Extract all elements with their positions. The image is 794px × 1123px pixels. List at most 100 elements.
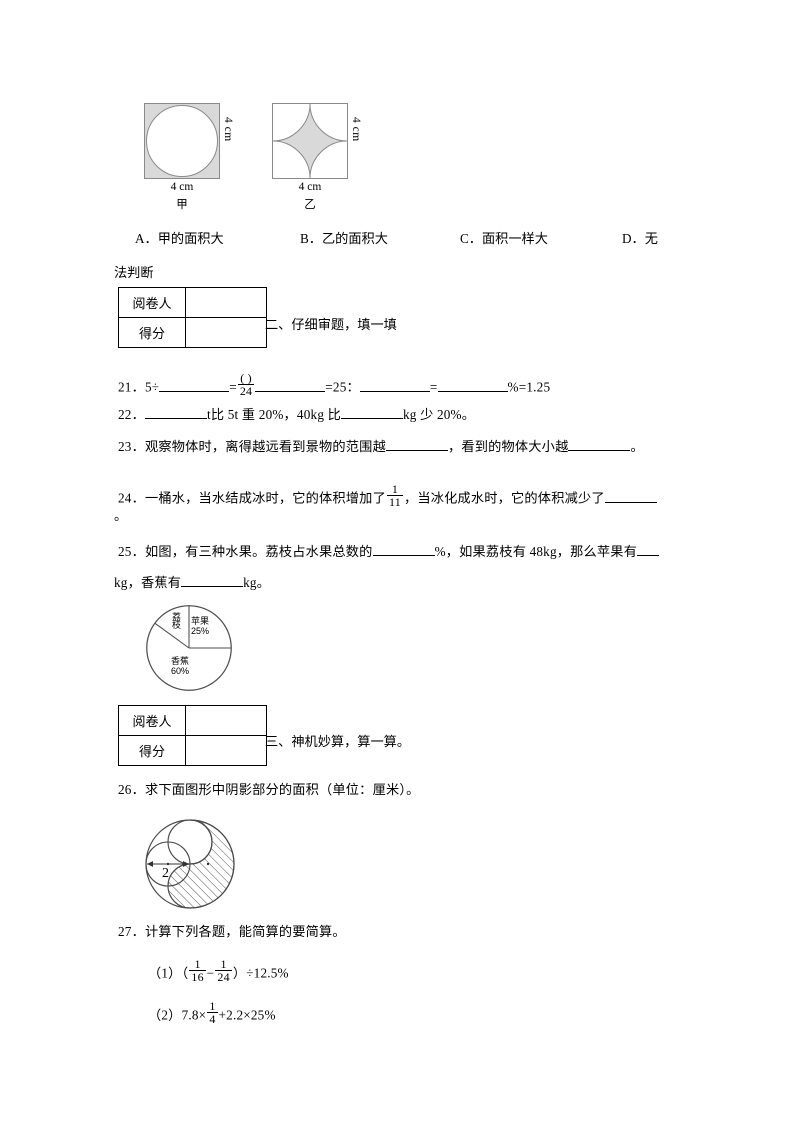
score-value-cell[interactable]	[185, 317, 267, 348]
q23-blank-1[interactable]	[385, 437, 448, 451]
figure-jia-bottom-label: 4 cm	[170, 181, 194, 193]
table-row: 得分	[118, 317, 267, 348]
choice-b-key: B．	[300, 231, 322, 246]
figure-jia-inscribed-circle	[146, 105, 218, 177]
q21-blank-4[interactable]	[437, 378, 508, 392]
q27-sub1-tail: ÷12.5%	[246, 965, 289, 981]
q27-text: 计算下列各题，能简算的要简算。	[144, 924, 346, 939]
grader-label-cell: 阅卷人	[118, 287, 186, 318]
q26-text: 求下面图形中阴影部分的面积（单位：厘米）。	[144, 782, 420, 797]
q27-number: 27．	[118, 924, 145, 939]
table-row: 阅卷人	[118, 705, 267, 736]
q22-blank-1[interactable]	[144, 405, 207, 419]
q26-number: 26．	[118, 782, 145, 797]
q21-part3: %=1.25	[507, 379, 551, 395]
q27-sub2-f1-denominator: 4	[207, 1012, 218, 1027]
figure-yi-name: 乙	[304, 199, 316, 211]
question-27: 27．计算下列各题，能简算的要简算。	[118, 921, 346, 943]
q21-number: 21．	[118, 379, 145, 395]
q24-part1: 一桶水，当水结成冰时，它的体积增加了	[144, 490, 386, 506]
q27-sub1-label: （1）	[148, 965, 182, 981]
fruit-pie-chart: 荔枝 苹果 25% 香蕉 60%	[145, 604, 233, 692]
figure-jia-right-label: 4 cm	[222, 117, 234, 142]
q21-fraction-denominator: 24	[237, 384, 255, 399]
q27-sub2-label: （2）	[148, 1007, 182, 1023]
q22-part2: kg 少 20%。	[403, 407, 476, 422]
q25-blank-3[interactable]	[181, 573, 244, 587]
q23-part1: 观察物体时，离得越远看到景物的范围越	[144, 439, 386, 454]
choice-a-text: 甲的面积大	[157, 231, 224, 246]
q27-sub1-close: ）	[232, 965, 247, 981]
grading-table-section-three: 阅卷人 得分	[118, 705, 267, 766]
score-value-cell-2[interactable]	[185, 735, 267, 766]
figure-shaded-circle: 2	[138, 818, 242, 910]
q23-number: 23．	[118, 439, 145, 454]
q27-sub1-minus: −	[206, 965, 215, 981]
shaded-circle-svg	[145, 819, 235, 909]
choice-b-text: 乙的面积大	[321, 231, 388, 246]
pie-slice-label-apple: 苹果 25%	[191, 616, 209, 636]
q25-number: 25．	[118, 544, 145, 559]
choice-option-b[interactable]: B．乙的面积大	[300, 228, 388, 247]
q25-part1: 如图，有三种水果。荔枝占水果总数的	[144, 544, 373, 559]
q22-number: 22．	[118, 407, 145, 422]
pie-banana-name: 香蕉	[171, 656, 190, 666]
q21-blank-2[interactable]	[255, 378, 326, 392]
q21-blank-3[interactable]	[359, 378, 430, 392]
q22-blank-2[interactable]	[341, 405, 403, 419]
grader-value-cell-2[interactable]	[185, 705, 267, 736]
pie-apple-name: 苹果	[191, 616, 210, 626]
pie-slice-label-lychee: 荔枝	[171, 612, 181, 628]
q21-part2: =25：	[325, 379, 360, 395]
q25-blank-2[interactable]	[637, 542, 660, 556]
q27-sub1-f2-denominator: 24	[215, 970, 232, 985]
pie-chart-svg	[146, 605, 232, 691]
q25-blank-1[interactable]	[372, 542, 435, 556]
q21-eq1: =	[229, 379, 237, 395]
q22-part1: t比 5t 重 20%，40kg 比	[206, 407, 341, 422]
question-26: 26．求下面图形中阴影部分的面积（单位：厘米）。	[118, 779, 420, 801]
choice-d-text: 无	[644, 231, 658, 246]
figure-yi-astroid-shape	[273, 104, 347, 178]
table-row: 阅卷人	[118, 287, 267, 318]
figure-yi-square	[272, 103, 348, 179]
q25-part2: %，如果荔枝有 48kg，那么苹果有	[434, 544, 638, 559]
grader-value-cell[interactable]	[185, 287, 267, 318]
q27-sub1-open: （	[181, 965, 189, 981]
question-21: 21．5÷=( )24=25：=%=1.25	[118, 372, 550, 399]
q21-part1: 5÷	[144, 379, 160, 395]
question-25: 25．如图，有三种水果。荔枝占水果总数的 %，如果荔枝有 48kg，那么苹果有	[118, 541, 660, 563]
choice-a-key: A．	[135, 231, 158, 246]
q24-fraction-numerator: 1	[391, 482, 399, 496]
grader-label-cell-2: 阅卷人	[118, 705, 186, 736]
q24-blank-1[interactable]	[604, 489, 657, 503]
choice-option-d[interactable]: D．无	[622, 228, 658, 247]
section-three-title: 三、神机妙算，算一算。	[265, 734, 411, 749]
q21-fraction-numerator: ( )	[240, 371, 252, 385]
grading-table-section-two: 阅卷人 得分	[118, 287, 267, 348]
figure-jia-name: 甲	[176, 199, 188, 211]
q23-blank-2[interactable]	[568, 437, 631, 451]
pie-slice-label-banana: 香蕉 60%	[171, 656, 189, 676]
pie-banana-percent: 60%	[171, 666, 190, 676]
q21-blank-1[interactable]	[159, 378, 230, 392]
choice-option-d-continued: 法判断	[114, 265, 154, 280]
q25-part4: kg。	[243, 575, 271, 590]
shaded-circle-dimension-label: 2	[162, 866, 169, 881]
score-label-cell-2: 得分	[118, 735, 186, 766]
q24-fraction-denominator: 11	[386, 495, 403, 510]
q27-sub1-f1-numerator: 1	[194, 957, 201, 971]
q25-part3: kg，香蕉有	[114, 575, 182, 590]
question-24-continued: 。	[114, 508, 128, 523]
choice-option-c[interactable]: C．面积一样大	[460, 228, 548, 247]
score-label-cell: 得分	[118, 317, 186, 348]
choice-option-a[interactable]: A．甲的面积大	[135, 228, 224, 247]
q27-sub1-f2-numerator: 1	[220, 957, 227, 971]
